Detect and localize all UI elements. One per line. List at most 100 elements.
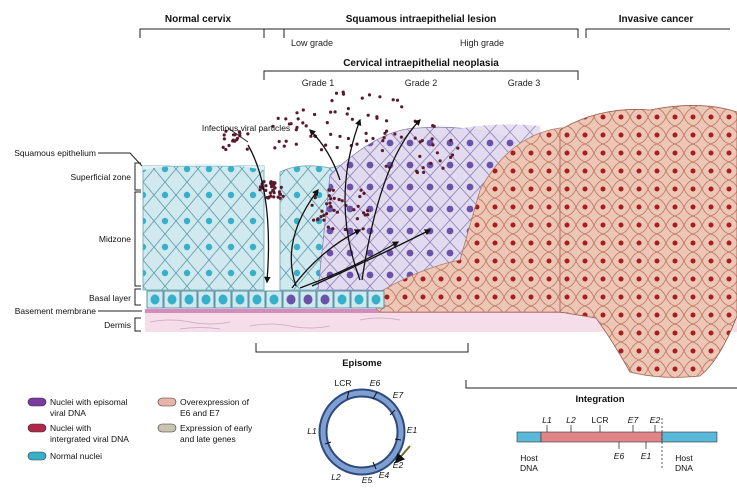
high-grade-label: High grade (460, 38, 504, 48)
basal-cell (232, 291, 248, 308)
viral-particle (283, 145, 286, 148)
viral-particle (227, 144, 230, 147)
viral-particle (273, 181, 276, 184)
viral-particle (433, 125, 436, 128)
invasive-cancer-label: Invasive cancer (619, 14, 694, 25)
legend-swatch-overexpression (158, 398, 176, 406)
viral-particle (319, 215, 322, 218)
viral-particle (274, 186, 277, 189)
viral-particle (431, 143, 434, 146)
episome-gene-label: L1 (307, 426, 317, 436)
viral-particle (278, 140, 281, 143)
viral-particle (368, 93, 371, 96)
viral-particle (360, 189, 363, 192)
sil-label: Squamous intraepithelial lesion (346, 14, 497, 25)
host-dna-right-bar (662, 432, 717, 442)
viral-particle (357, 205, 360, 208)
viral-particle (356, 217, 359, 220)
basal-cell (215, 291, 231, 308)
header-brackets (140, 29, 730, 80)
basal-cell (300, 291, 316, 308)
viral-particle (416, 171, 419, 174)
viral-particle (269, 180, 272, 183)
viral-particle (449, 156, 452, 159)
host-dna-left-label: HostDNA (520, 453, 538, 473)
invasive-cancer-mass (560, 105, 737, 377)
viral-particle (277, 117, 280, 120)
basal-cell (147, 291, 163, 308)
viral-particle (329, 205, 332, 208)
viral-particle (352, 208, 355, 211)
viral-particle (381, 139, 384, 142)
basal-cell (317, 291, 333, 308)
viral-particle (367, 114, 370, 117)
viral-particle (332, 189, 335, 192)
viral-particle (439, 159, 442, 162)
viral-particle (324, 144, 327, 147)
legend-swatch-integrated (28, 424, 46, 432)
integration-gene-label: L2 (566, 415, 576, 425)
midzone-label: Midzone (99, 234, 131, 244)
basal-cell (368, 291, 384, 308)
viral-particle (329, 197, 332, 200)
viral-particle (235, 138, 238, 141)
viral-particle (336, 211, 339, 214)
viral-particle (285, 140, 288, 143)
viral-particle (222, 146, 225, 149)
viral-particle (365, 132, 368, 135)
viral-particle (338, 198, 341, 201)
viral-particle (336, 146, 339, 149)
viral-particle (385, 165, 388, 168)
integration-gene-label: E6 (614, 451, 625, 461)
viral-particle (297, 117, 300, 120)
episome-gene-label: E6 (370, 378, 381, 388)
viral-particle (312, 219, 315, 222)
viral-particle (347, 107, 350, 110)
viral-particle (385, 130, 388, 133)
viral-particle (414, 137, 417, 140)
legend-swatch-expression (158, 424, 176, 432)
basal-cell (351, 291, 367, 308)
episome-gene-label: LCR (334, 378, 351, 388)
viral-particle (329, 111, 332, 114)
basal-layer-label: Basal layer (89, 293, 131, 303)
viral-particle (246, 148, 249, 151)
basal-layer-cells (147, 291, 384, 308)
viral-particle (295, 126, 298, 129)
viral-particle (325, 212, 328, 215)
grade3-label: Grade 3 (508, 78, 541, 88)
episome-gene-label: E7 (393, 390, 404, 400)
integration-gene-label: E2 (650, 415, 661, 425)
integration-title: Integration (575, 394, 624, 405)
viral-particle (333, 197, 336, 200)
viral-particle (264, 184, 267, 187)
viral-particle (385, 119, 388, 122)
viral-particle (362, 227, 365, 230)
viral-particle (322, 219, 325, 222)
viral-particle (223, 137, 226, 140)
legend-swatch-episomal (28, 398, 46, 406)
viral-particle (429, 162, 432, 165)
viral-particle (338, 135, 341, 138)
grade1-label: Grade 1 (302, 78, 335, 88)
viral-particles-label: Infectious viral particles (202, 123, 290, 133)
viral-particle (396, 99, 399, 102)
viral-particle (441, 167, 444, 170)
episome-title: Episome (342, 358, 382, 369)
viral-particle (316, 217, 319, 220)
basal-cell (164, 291, 180, 308)
viral-particle (282, 195, 285, 198)
viral-particle (393, 132, 396, 135)
viral-particle (322, 214, 325, 217)
viral-particle (314, 196, 317, 199)
viral-particle (328, 194, 331, 197)
viral-particle (328, 202, 331, 205)
legend-swatch-normal (28, 452, 46, 460)
viral-particle (231, 139, 234, 142)
viral-particle (358, 195, 361, 198)
superficial-zone-label: Superficial zone (71, 172, 132, 182)
episome-gene-label: E2 (393, 460, 404, 470)
viral-particle (362, 192, 365, 195)
